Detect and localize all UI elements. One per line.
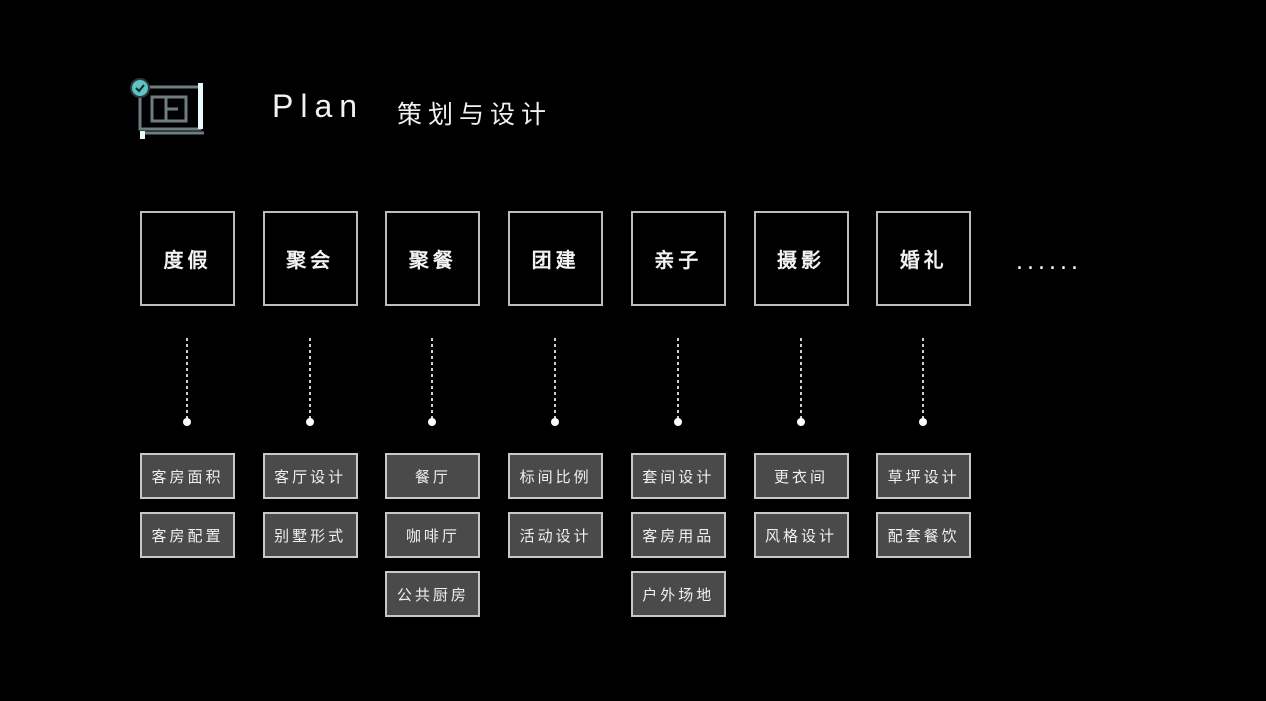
connector-node [428,418,437,426]
connector-node [673,418,682,426]
dotted-connector [308,338,311,420]
dotted-connector [922,338,925,420]
sub-item[interactable]: 客房面积 [140,453,235,499]
category-column: 度假客房面积客房配置 [140,211,235,558]
category-box[interactable]: 聚会 [262,211,358,306]
sub-item[interactable]: 公共厨房 [385,571,481,617]
category-column: 亲子套间设计客房用品户外场地 [630,211,726,617]
sub-item[interactable]: 套间设计 [630,453,726,499]
sub-item[interactable]: 活动设计 [508,512,604,558]
sub-item-list: 套间设计客房用品户外场地 [630,453,726,630]
more-indicator: ...... [1016,250,1082,275]
sub-item-list: 标间比例活动设计 [508,453,604,571]
sub-item-list: 客厅设计别墅形式 [262,453,358,571]
sub-item[interactable]: 客房配置 [140,512,235,558]
category-box[interactable]: 亲子 [630,211,726,306]
page-title-en: Plan [272,88,365,124]
sub-item-list: 更衣间风格设计 [753,453,849,571]
sub-item-list: 草坪设计配套餐饮 [876,453,972,571]
sub-item[interactable]: 客厅设计 [262,453,358,499]
dotted-connector [676,338,679,420]
dotted-connector [799,338,802,420]
sub-item[interactable]: 客房用品 [630,512,726,558]
sub-item[interactable]: 标间比例 [508,453,604,499]
sub-item[interactable]: 餐厅 [385,453,481,499]
category-column: 聚餐餐厅咖啡厅公共厨房 [385,211,481,617]
dotted-connector [431,338,434,420]
connector-node [183,418,191,426]
sub-item[interactable]: 更衣间 [753,453,849,499]
category-column: 婚礼草坪设计配套餐饮 [876,211,972,558]
sub-item-list: 餐厅咖啡厅公共厨房 [385,453,481,630]
category-column: 聚会客厅设计别墅形式 [262,211,358,558]
connector-node [551,418,560,426]
dotted-connector [186,338,188,420]
dotted-connector [554,338,557,420]
sub-item[interactable]: 别墅形式 [262,512,358,558]
sub-item[interactable]: 咖啡厅 [385,512,481,558]
sub-item[interactable]: 户外场地 [630,571,726,617]
category-box[interactable]: 团建 [508,211,604,306]
sub-item[interactable]: 配套餐饮 [876,512,972,558]
category-box[interactable]: 婚礼 [876,211,972,306]
page-title-cn: 策划与设计 [397,100,553,129]
category-column: 团建标间比例活动设计 [508,211,604,558]
sub-item[interactable]: 草坪设计 [876,453,972,499]
sub-item[interactable]: 风格设计 [753,512,849,558]
category-box[interactable]: 聚餐 [385,211,481,306]
category-box[interactable]: 度假 [140,211,235,306]
connector-node [796,418,805,426]
category-column: 摄影更衣间风格设计 [753,211,849,558]
blueprint-plan-icon [130,78,204,139]
sub-item-list: 客房面积客房配置 [140,453,235,571]
connector-node [919,418,928,426]
category-box[interactable]: 摄影 [753,211,849,306]
connector-node [305,418,314,426]
